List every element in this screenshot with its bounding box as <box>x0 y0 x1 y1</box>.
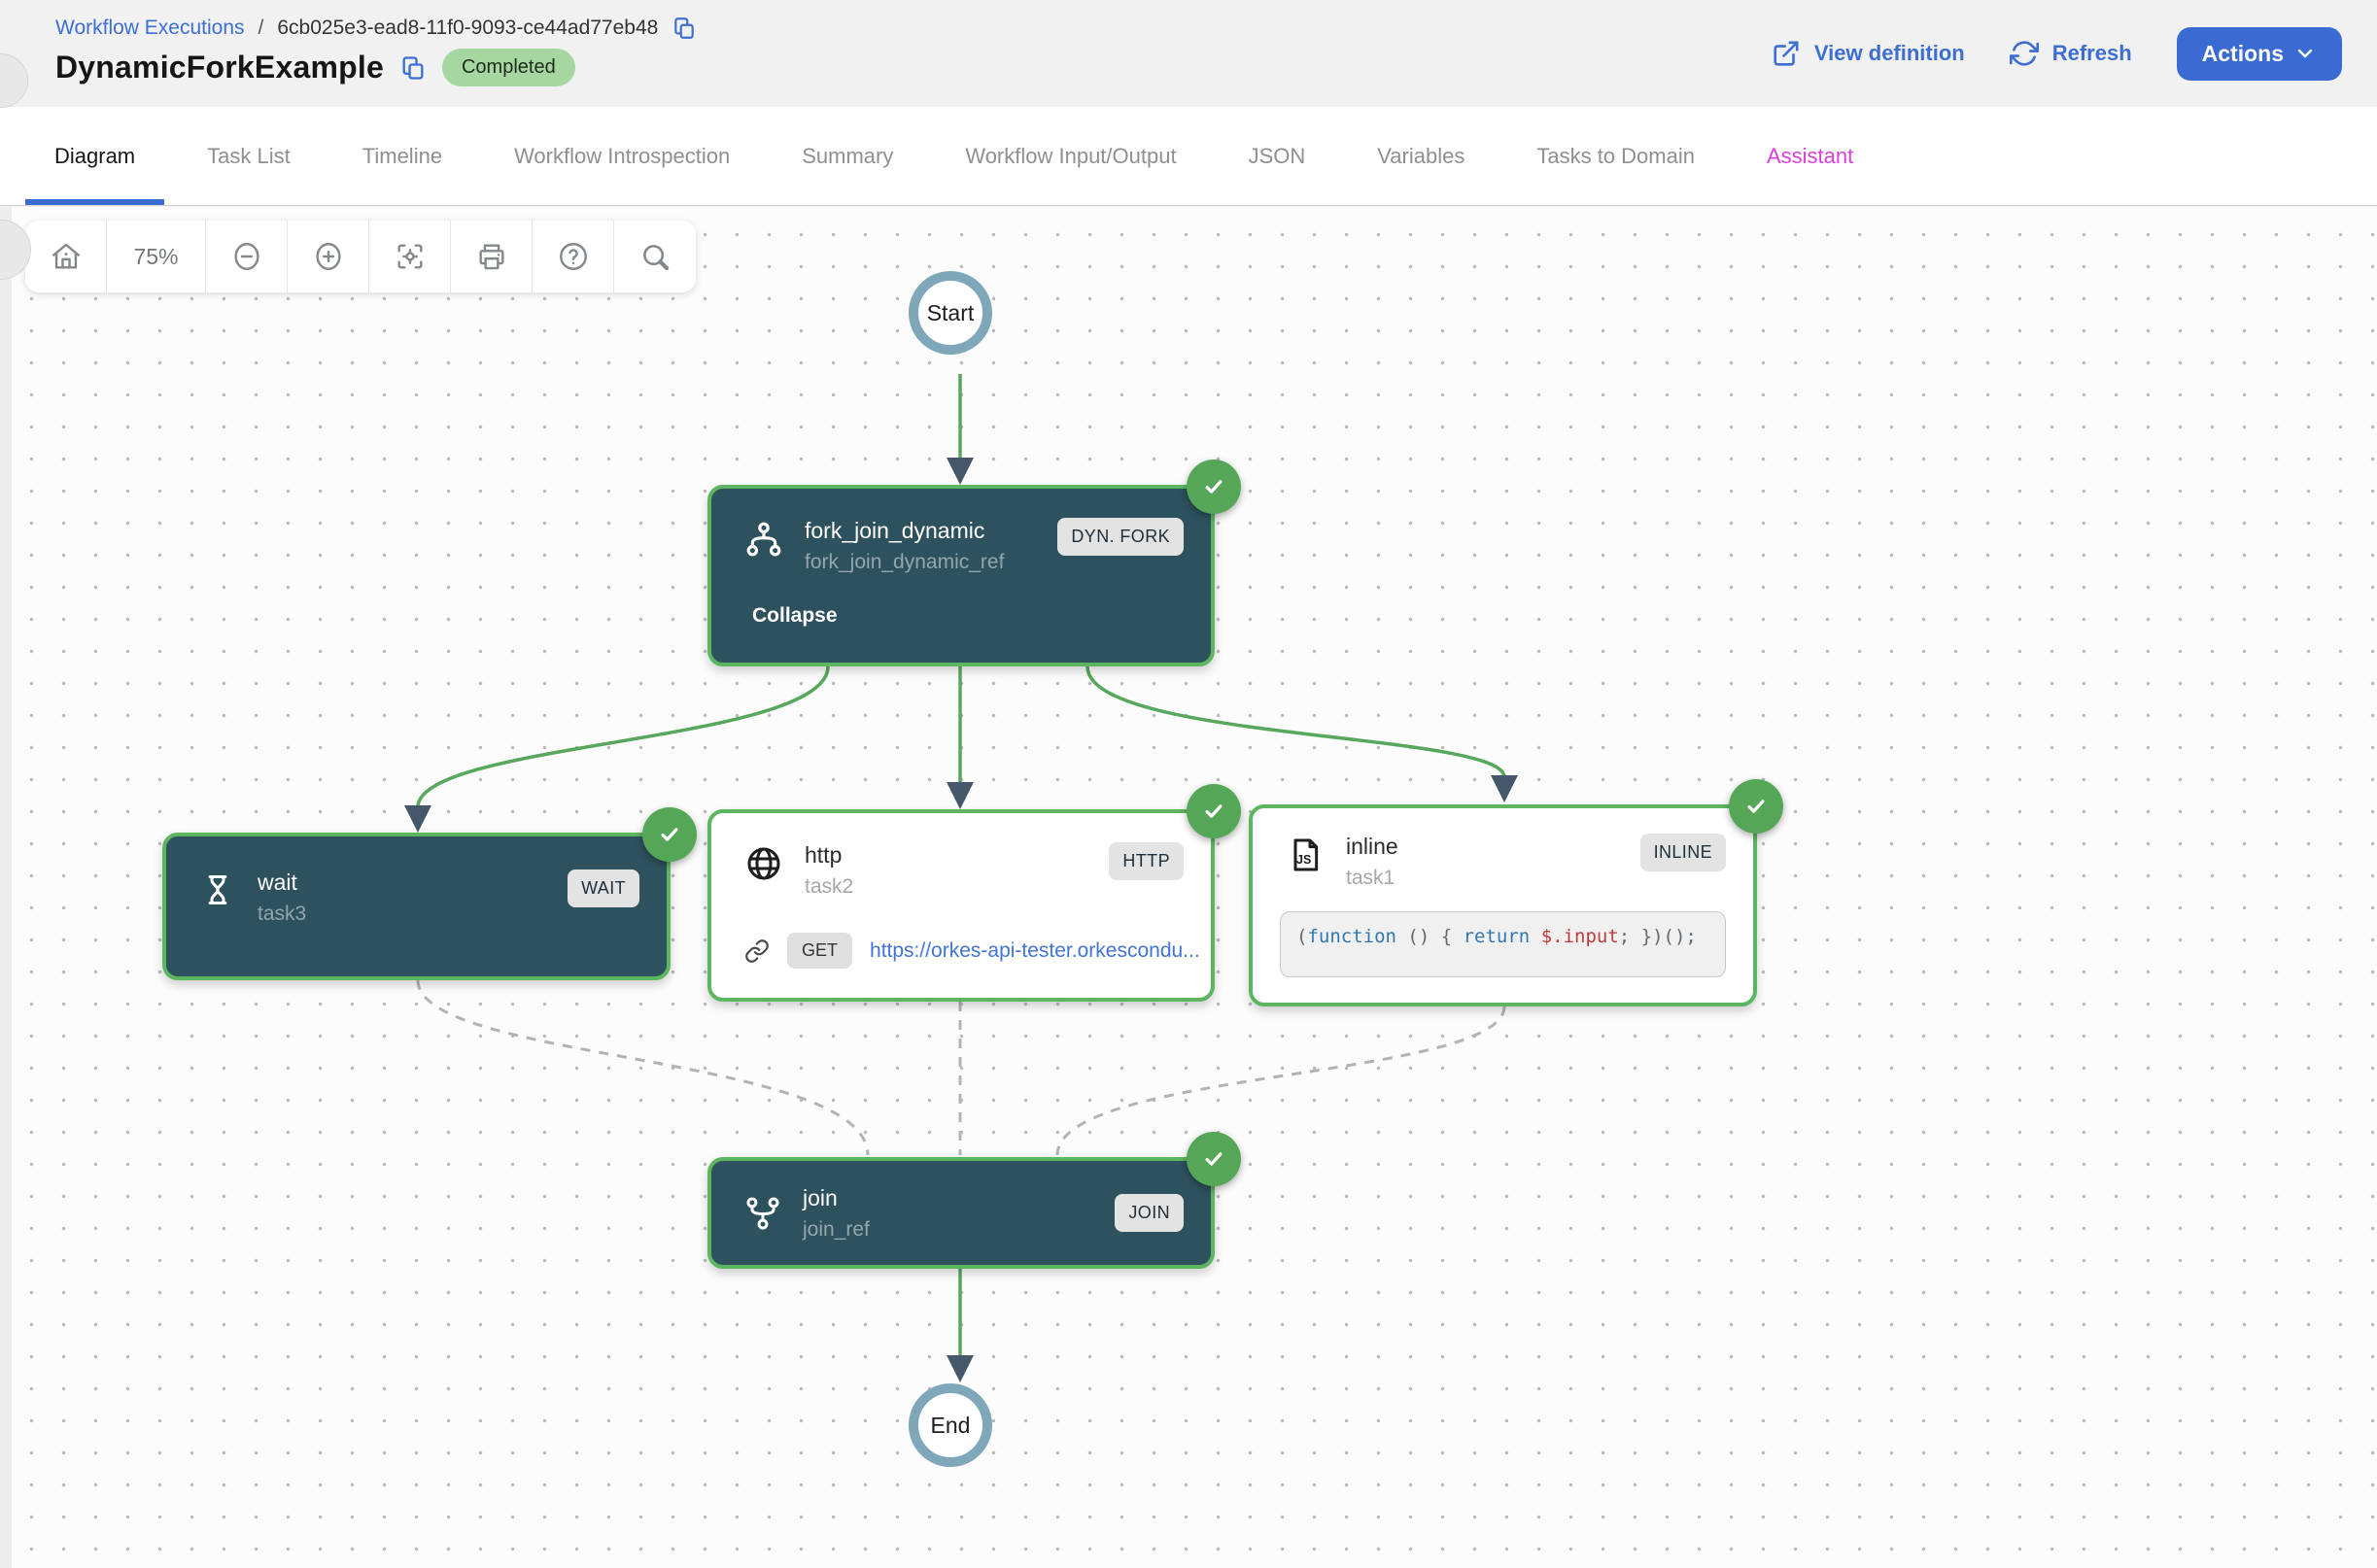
task-completed-check-icon <box>642 807 697 862</box>
end-node[interactable]: End <box>909 1383 992 1467</box>
zoom-in-icon <box>312 240 345 273</box>
node-title: wait <box>258 869 297 895</box>
tab-summary[interactable]: Summary <box>802 143 894 168</box>
copy-title-icon[interactable] <box>399 54 427 82</box>
node-ref: task2 <box>805 875 854 898</box>
node-title: fork_join_dynamic <box>805 518 985 543</box>
workflow-edges <box>404 374 1518 1382</box>
zoom-level-button[interactable]: 75% <box>107 221 206 292</box>
node-wait[interactable]: wait task3 WAIT <box>162 807 697 980</box>
join-icon <box>744 1195 781 1232</box>
node-join[interactable]: join join_ref JOIN <box>707 1132 1241 1269</box>
hourglass-icon <box>199 871 236 908</box>
breadcrumb: Workflow Executions / 6cb025e3-ead8-11f0… <box>55 16 697 41</box>
zoom-out-icon <box>230 240 263 273</box>
page-title: DynamicForkExample <box>55 50 384 85</box>
js-file-icon: JS <box>1286 835 1325 874</box>
execution-id: 6cb025e3-ead8-11f0-9093-ce44ad77eb48 <box>277 17 659 39</box>
status-badge: Completed <box>441 49 575 86</box>
node-inline[interactable]: JS inline task1 INLINE (function () { re… <box>1249 779 1783 1006</box>
help-button[interactable] <box>533 221 614 292</box>
diagram-canvas[interactable]: 75% <box>0 207 2377 1568</box>
http-url-link[interactable]: https://orkes-api-tester.orkescondu... <box>870 938 1200 962</box>
node-ref: fork_join_dynamic_ref <box>805 551 1005 573</box>
node-title: inline <box>1346 834 1398 859</box>
tab-bar: Diagram Task List Timeline Workflow Intr… <box>0 107 2377 206</box>
home-button[interactable] <box>25 221 107 292</box>
node-ref: join_ref <box>803 1217 870 1241</box>
tab-task-list[interactable]: Task List <box>207 143 291 168</box>
node-http[interactable]: http task2 HTTP GET https://orkes-api-te… <box>707 784 1241 1002</box>
node-ref: task1 <box>1346 867 1395 889</box>
svg-text:JS: JS <box>1296 853 1311 867</box>
header: Workflow Executions / 6cb025e3-ead8-11f0… <box>0 0 2377 107</box>
node-fork-join-dynamic[interactable]: fork_join_dynamic fork_join_dynamic_ref … <box>707 460 1241 666</box>
refresh-icon <box>2009 39 2039 68</box>
node-type-badge: JOIN <box>1115 1194 1184 1232</box>
globe-icon <box>744 844 783 883</box>
node-type-badge: WAIT <box>568 869 639 907</box>
collapse-button[interactable]: Collapse <box>752 604 838 627</box>
breadcrumb-separator: / <box>258 17 264 39</box>
tab-assistant[interactable]: Assistant <box>1766 143 1854 168</box>
node-title: join <box>803 1184 838 1210</box>
start-node[interactable]: Start <box>909 271 992 355</box>
inline-code-snippet: (function () { return $.input; })(); <box>1280 911 1726 977</box>
tab-diagram[interactable]: Diagram <box>25 107 165 205</box>
header-left: Workflow Executions / 6cb025e3-ead8-11f0… <box>55 0 697 107</box>
refresh-label: Refresh <box>2051 41 2132 65</box>
task-completed-check-icon <box>1187 460 1241 514</box>
print-button[interactable] <box>451 221 533 292</box>
zoom-out-button[interactable] <box>206 221 288 292</box>
fork-icon <box>744 520 783 559</box>
actions-label: Actions <box>2201 40 2284 66</box>
tab-timeline[interactable]: Timeline <box>362 143 443 168</box>
zoom-in-button[interactable] <box>288 221 369 292</box>
task-completed-check-icon <box>1187 1132 1241 1186</box>
search-icon <box>638 240 672 273</box>
header-actions: View definition Refresh Actions <box>1772 0 2342 93</box>
external-link-icon <box>1772 39 1801 68</box>
tab-variables[interactable]: Variables <box>1377 143 1465 168</box>
node-type-badge: DYN. FORK <box>1057 518 1184 556</box>
tab-json[interactable]: JSON <box>1248 143 1306 168</box>
center-focus-icon <box>394 240 427 273</box>
task-completed-check-icon <box>1729 779 1783 834</box>
tab-workflow-input-output[interactable]: Workflow Input/Output <box>965 143 1177 168</box>
view-definition-button[interactable]: View definition <box>1772 39 1965 68</box>
actions-button[interactable]: Actions <box>2176 26 2342 81</box>
home-icon <box>50 240 83 273</box>
copy-execution-id-icon[interactable] <box>672 16 697 41</box>
tab-workflow-introspection[interactable]: Workflow Introspection <box>514 143 731 168</box>
title-row: DynamicForkExample Completed <box>55 49 697 86</box>
link-icon <box>744 938 770 964</box>
printer-icon <box>475 240 508 273</box>
http-method-badge: GET <box>787 933 853 969</box>
node-ref: task3 <box>258 903 307 925</box>
fit-view-button[interactable] <box>369 221 451 292</box>
refresh-button[interactable]: Refresh <box>2009 39 2132 68</box>
chevron-down-icon <box>2293 42 2317 65</box>
task-completed-check-icon <box>1187 784 1241 838</box>
start-label: Start <box>926 299 975 325</box>
breadcrumb-workflow-executions-link[interactable]: Workflow Executions <box>55 17 245 39</box>
diagram-toolbar: 75% <box>25 221 696 292</box>
node-title: http <box>805 842 843 868</box>
node-type-badge: INLINE <box>1639 834 1726 871</box>
canvas-left-strip <box>0 207 12 1568</box>
view-definition-label: View definition <box>1813 41 1965 65</box>
node-type-badge: HTTP <box>1109 842 1184 880</box>
end-label: End <box>930 1412 971 1438</box>
help-icon <box>557 240 590 273</box>
search-button[interactable] <box>614 221 696 292</box>
tab-tasks-to-domain[interactable]: Tasks to Domain <box>1536 143 1695 168</box>
